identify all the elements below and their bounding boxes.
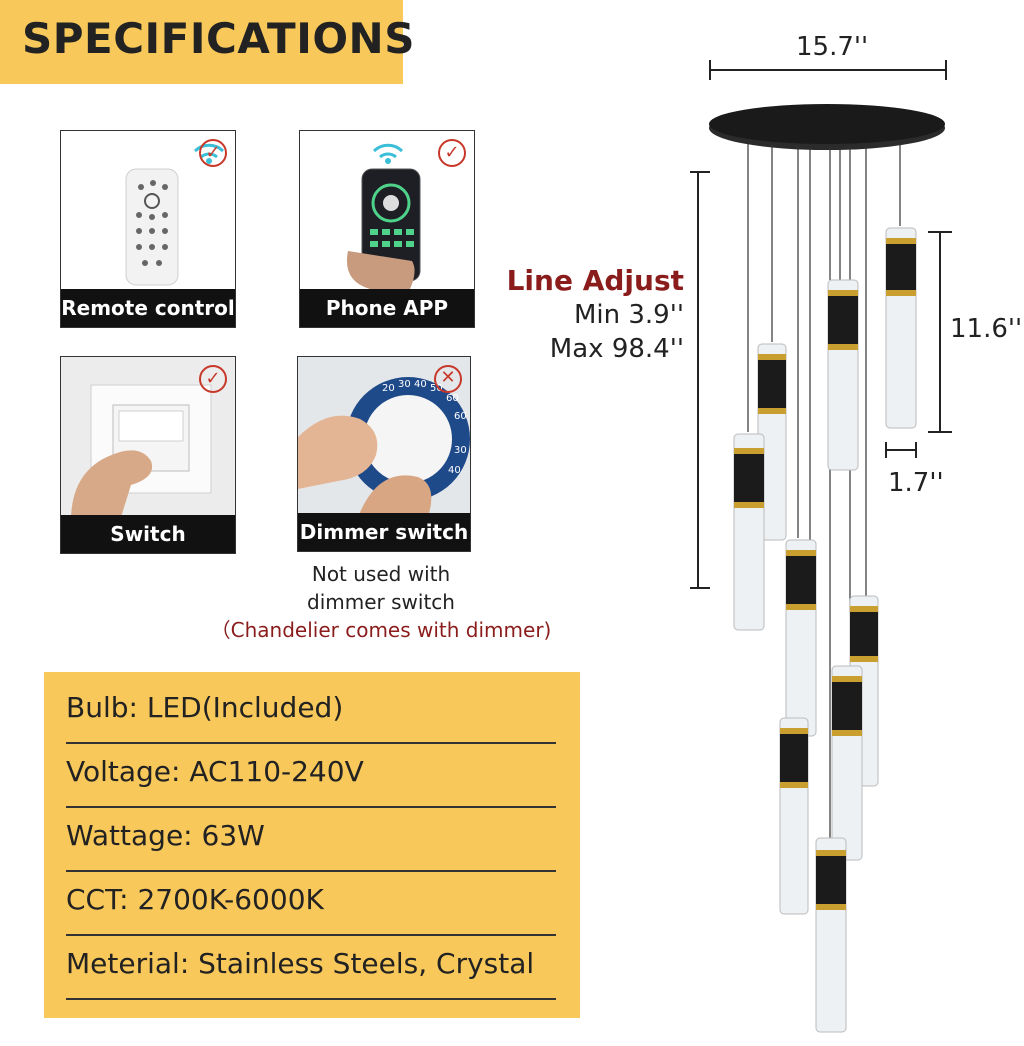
phone-app-icon <box>346 143 421 289</box>
line-adjust-dimension-line <box>690 171 710 589</box>
cross-icon: ✕ <box>434 365 462 393</box>
spec-voltage: Voltage: AC110-240V <box>66 744 556 808</box>
card-label-switch: Switch <box>61 515 235 553</box>
line-adjust-title: Line Adjust <box>506 264 684 297</box>
dial-number: 60 <box>446 393 459 404</box>
width-dimension-line <box>709 60 947 80</box>
hanging-wires <box>747 144 901 838</box>
spec-material: Meterial: Stainless Steels, Crystal <box>66 936 556 1000</box>
dimmer-note-line2: dimmer switch <box>307 590 455 614</box>
dial-number: 50 <box>430 383 443 394</box>
card-label-dimmer: Dimmer switch <box>298 513 470 551</box>
check-icon: ✓ <box>438 139 466 167</box>
chandelier-illustration <box>690 60 952 1033</box>
spec-table: Bulb: LED(Included) Voltage: AC110-240V … <box>44 672 580 1018</box>
diameter-dimension: 1.7'' <box>888 468 944 498</box>
check-icon: ✓ <box>199 139 227 167</box>
dial-number: 60 <box>454 411 467 422</box>
wifi-icon <box>372 143 404 159</box>
dial-number: 30 <box>398 379 411 390</box>
remote-control-icon <box>125 143 225 286</box>
pendant-lights <box>733 227 917 1033</box>
dial-number: 40 <box>448 465 461 476</box>
line-adjust-max: Max 98.4'' <box>549 334 684 364</box>
dimmer-note-line3: （Chandelier comes with dimmer) <box>210 618 552 642</box>
spec-bulb: Bulb: LED(Included) <box>66 680 556 744</box>
dimmer-note: Not used with dimmer switch （Chandelier … <box>200 560 562 644</box>
dimmer-note-line1: Not used with <box>311 562 451 586</box>
card-remote-control: ✓ Remote control <box>60 130 236 328</box>
card-label-phone: Phone APP <box>300 289 474 327</box>
line-adjust-block: Line Adjust Min 3.9'' Max 98.4'' <box>507 264 684 366</box>
card-phone-app: ✓ Phone APP <box>299 130 475 328</box>
check-icon: ✓ <box>199 365 227 393</box>
title-banner: SPECIFICATIONS <box>0 0 414 84</box>
dial-number: 20 <box>382 383 395 394</box>
card-dimmer-switch: 20 30 40 50 60 60 30 40 ✕ Dimmer switch <box>297 356 471 552</box>
dial-number: 40 <box>414 379 427 390</box>
card-label-remote: Remote control <box>61 289 235 327</box>
dial-number: 30 <box>454 445 467 456</box>
width-dimension: 15.7'' <box>796 32 869 62</box>
spec-wattage: Wattage: 63W <box>66 808 556 872</box>
line-adjust-min: Min 3.9'' <box>573 300 684 330</box>
height-dimension: 11.6'' <box>950 314 1023 344</box>
card-switch: ✓ Switch <box>60 356 236 554</box>
page-title: SPECIFICATIONS <box>22 14 415 63</box>
height-dimension-line <box>928 231 952 433</box>
diameter-dimension-line <box>885 442 917 458</box>
spec-cct: CCT: 2700K-6000K <box>66 872 556 936</box>
